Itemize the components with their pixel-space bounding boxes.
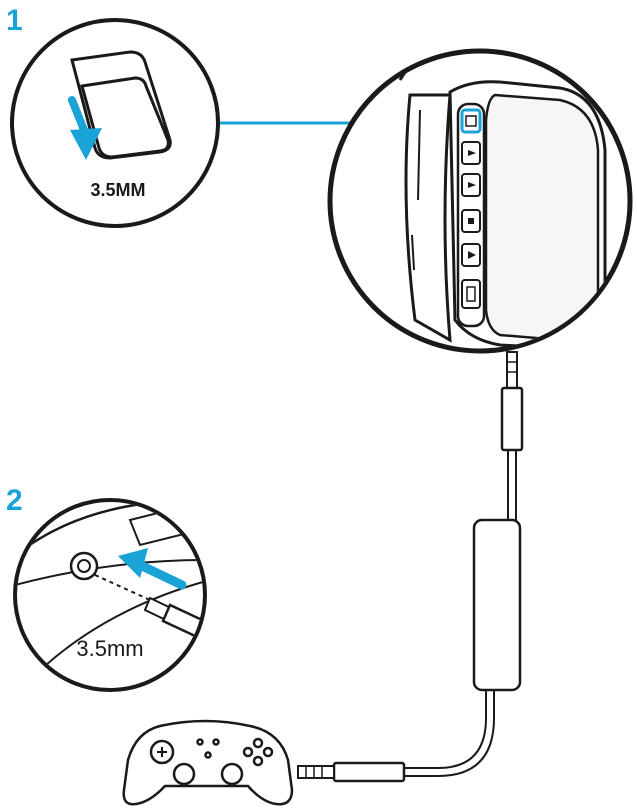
headset-earcup-detail: [327, 48, 633, 354]
step-1-label: 3.5MM: [90, 180, 145, 200]
step-2-callout: 3.5mm: [13, 498, 207, 692]
inline-remote: [472, 518, 522, 692]
step-2-number: 2: [6, 484, 23, 517]
console-plug: [332, 761, 406, 783]
step-2-circle: [13, 498, 207, 692]
headset-plug: [506, 351, 518, 389]
arrow-down-icon: [68, 96, 102, 160]
switch-button-highlight: [460, 108, 482, 134]
arrow-insert-icon: [118, 548, 187, 590]
audio-jack-port-icon: [69, 551, 99, 581]
gamepad-controller-icon: [122, 719, 294, 806]
audio-cable: [297, 351, 524, 783]
step-1-number: 1: [6, 4, 23, 37]
step-2-label: 3.5mm: [76, 636, 143, 661]
step-1-callout: 3.5MM: [10, 18, 220, 228]
headset-buttons: [460, 108, 482, 309]
